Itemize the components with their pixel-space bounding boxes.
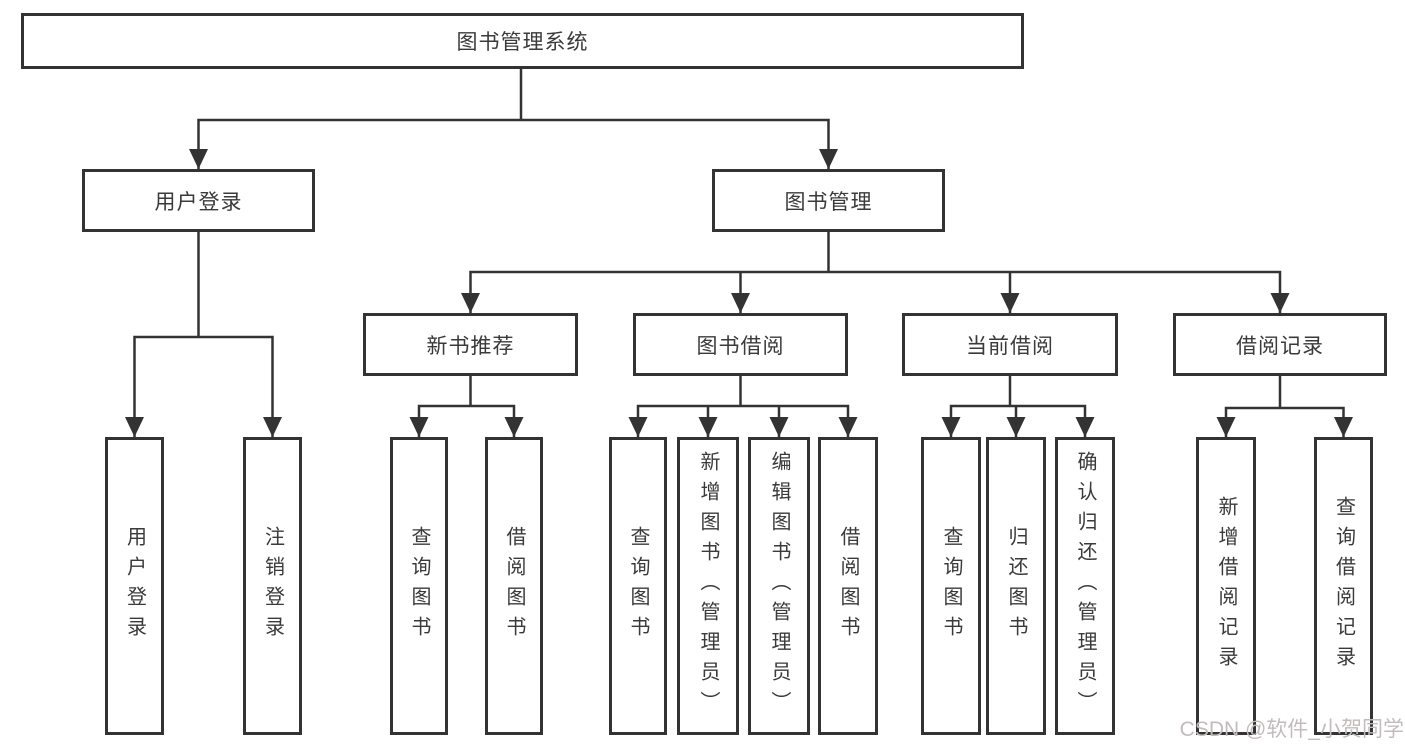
leaf-cb-return-books: 归还图书 — [986, 437, 1046, 735]
arrow-down-icon — [628, 417, 648, 437]
arrow-down-icon — [1270, 293, 1290, 313]
arrow-down-icon — [1006, 417, 1026, 437]
leaf-bb-edit-books-admin: 编辑图书（管理员） — [748, 437, 810, 735]
leaf-cb-confirm-return-admin: 确认归还（管理员） — [1055, 437, 1115, 735]
node-label: 查询图书 — [627, 526, 649, 646]
leaf-bb-add-books-admin: 新增图书（管理员） — [677, 437, 739, 735]
arrow-down-icon — [125, 417, 144, 437]
leaf-rec-borrow-books: 借阅图书 — [485, 437, 543, 735]
node-new-book-recommend: 新书推荐 — [363, 313, 578, 376]
arrow-down-icon — [941, 417, 961, 437]
edges-book-mgmt-to-level3 — [469, 232, 1282, 313]
arrow-down-icon — [409, 417, 429, 437]
node-label: 用户登录 — [123, 526, 146, 646]
node-label: 用户登录 — [154, 190, 243, 214]
node-label: 查询图书 — [940, 526, 962, 646]
node-book-management: 图书管理 — [712, 169, 945, 232]
node-label: 借阅图书 — [837, 526, 859, 646]
edges-book-borrow-to-children — [636, 376, 850, 437]
node-label: 新书推荐 — [426, 334, 515, 358]
node-label: 图书管理 — [784, 190, 873, 214]
arrow-down-icon — [263, 417, 282, 437]
arrow-down-icon — [189, 149, 208, 169]
node-label: 当前借阅 — [966, 334, 1054, 358]
node-label: 图书管理系统 — [456, 31, 589, 54]
node-borrowing-records: 借阅记录 — [1173, 313, 1387, 376]
leaf-br-query-record: 查询借阅记录 — [1314, 437, 1373, 735]
arrow-down-icon — [461, 293, 480, 313]
edges-root-to-level2 — [197, 69, 830, 169]
leaf-user-login: 用户登录 — [105, 437, 164, 735]
node-label: 注销登录 — [261, 526, 284, 646]
leaf-bb-borrow-books: 借阅图书 — [818, 437, 878, 735]
arrowheads — [125, 149, 1353, 437]
arrow-down-icon — [1075, 417, 1095, 437]
node-label: 归还图书 — [1005, 526, 1027, 646]
node-label: 查询图书 — [408, 526, 430, 646]
node-label: 图书借阅 — [696, 334, 785, 358]
arrow-down-icon — [504, 417, 524, 437]
node-library-management-system: 图书管理系统 — [21, 13, 1024, 69]
node-label: 确认归还（管理员） — [1074, 451, 1096, 721]
edges-user-login-to-children — [133, 232, 274, 437]
csdn-watermark: CSDN @软件_小贺同学 — [1179, 718, 1404, 741]
node-current-borrowing: 当前借阅 — [902, 313, 1118, 376]
arrow-down-icon — [1334, 417, 1353, 437]
arrow-down-icon — [819, 149, 838, 169]
arrow-down-icon — [1216, 417, 1236, 437]
edges-borrow-records-to-children — [1224, 376, 1345, 437]
arrow-down-icon — [838, 417, 858, 437]
node-label: 新增图书（管理员） — [697, 451, 719, 721]
node-book-borrowing: 图书借阅 — [633, 313, 848, 376]
leaf-bb-query-books: 查询图书 — [609, 437, 667, 735]
node-label: 查询借阅记录 — [1332, 496, 1355, 676]
arrow-down-icon — [698, 417, 718, 437]
node-label: 借阅图书 — [503, 526, 525, 646]
leaf-logout: 注销登录 — [243, 437, 302, 735]
node-label: 编辑图书（管理员） — [768, 451, 790, 721]
leaf-rec-query-books: 查询图书 — [390, 437, 448, 735]
node-label: 借阅记录 — [1236, 334, 1324, 358]
node-user-login: 用户登录 — [82, 169, 315, 232]
leaf-cb-query-books: 查询图书 — [921, 437, 981, 735]
arrow-down-icon — [731, 293, 750, 313]
leaf-br-add-record: 新增借阅记录 — [1196, 437, 1256, 735]
node-label: 新增借阅记录 — [1215, 496, 1237, 676]
arrow-down-icon — [1000, 293, 1020, 313]
arrow-down-icon — [769, 417, 789, 437]
edges-new-book-rec-to-children — [417, 376, 516, 437]
